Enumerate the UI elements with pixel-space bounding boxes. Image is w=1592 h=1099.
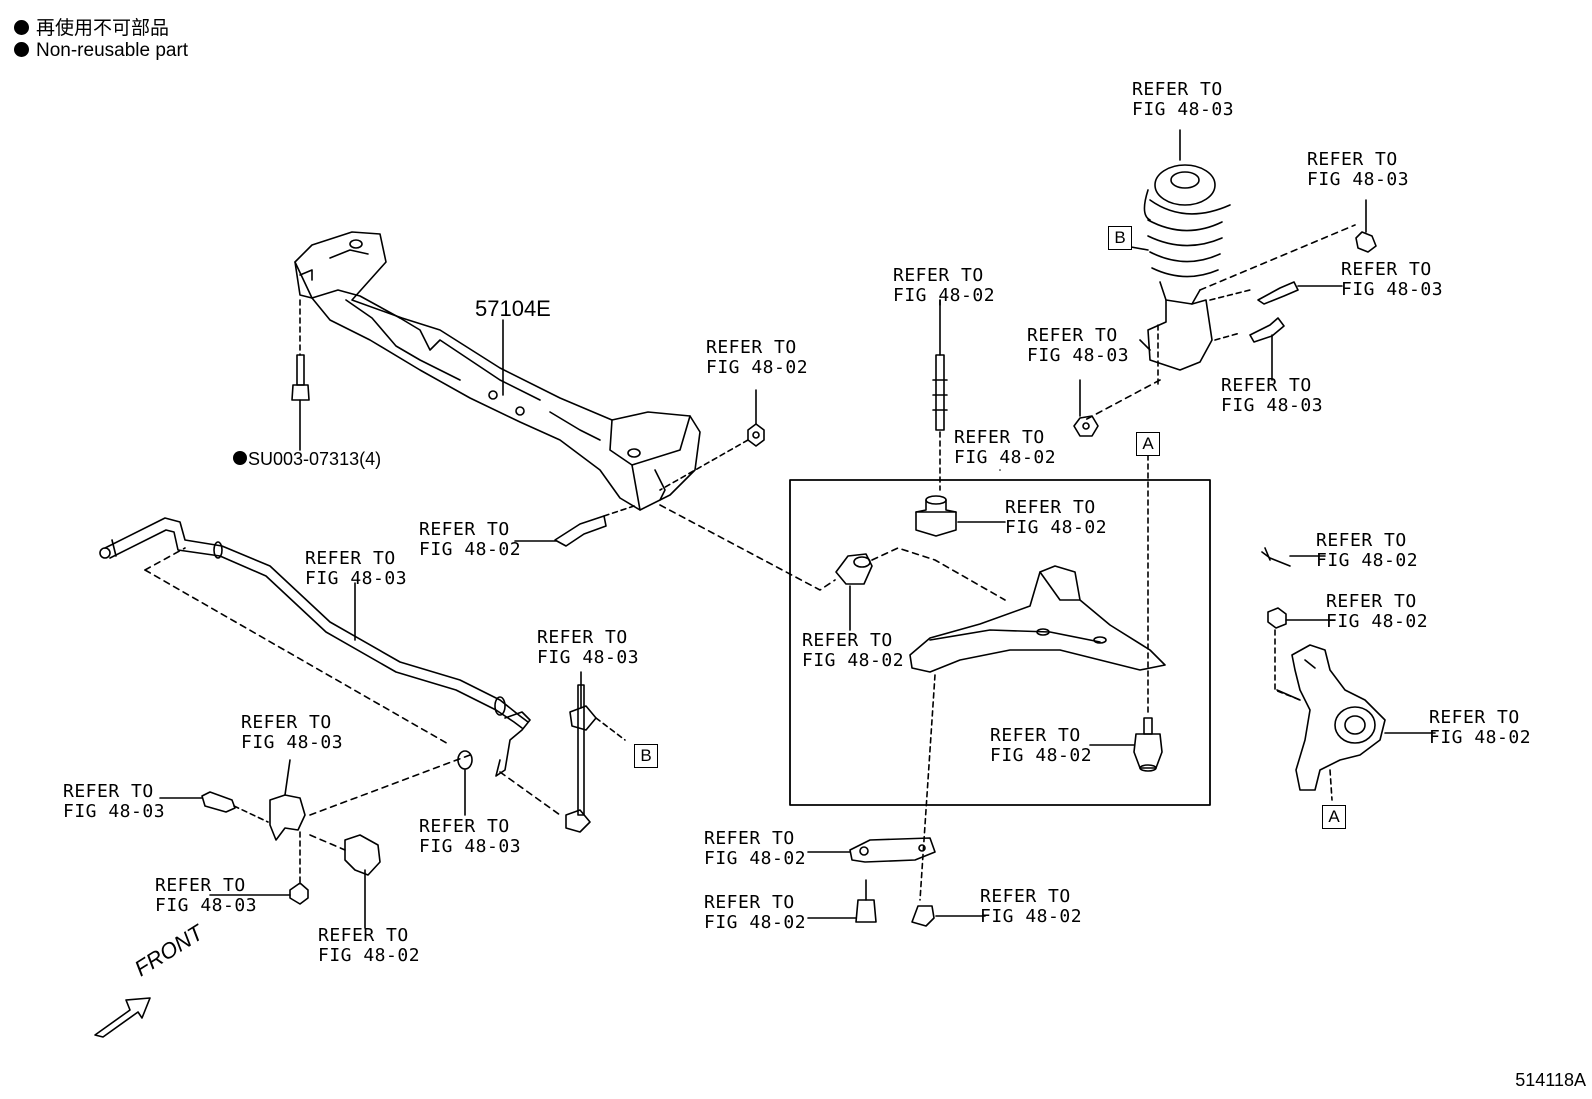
bolt-crossmember bbox=[514, 505, 635, 547]
legend-line-jp: 再使用不可部品 bbox=[14, 18, 169, 40]
dash-arm-bottom bbox=[919, 674, 936, 901]
crossmember bbox=[294, 231, 701, 511]
bolt-su003 bbox=[291, 299, 310, 451]
part-number-bolt: SU003-07313(4) bbox=[233, 449, 381, 470]
nut-crossmember bbox=[659, 389, 765, 491]
strut-bolt-upper bbox=[1257, 281, 1343, 305]
stabilizer-bar bbox=[99, 517, 529, 746]
bushing-left bbox=[835, 547, 1006, 631]
callout-b-link: B bbox=[634, 744, 658, 768]
non-reusable-dot-icon bbox=[14, 20, 29, 35]
callout-a-bottom: A bbox=[1322, 805, 1346, 829]
legend-line-en: Non-reusable part bbox=[14, 40, 188, 62]
stabilizer-bracket bbox=[209, 754, 471, 929]
front-arrow bbox=[94, 997, 151, 1038]
strut-bolt-lower bbox=[1249, 317, 1285, 381]
bushing-top bbox=[915, 299, 1006, 537]
non-reusable-dot-icon bbox=[14, 42, 29, 57]
castle-nut bbox=[1267, 607, 1336, 701]
strut-nut-top bbox=[1355, 199, 1377, 253]
callout-b-top: B bbox=[1108, 226, 1132, 250]
bracket-bolt bbox=[159, 791, 269, 823]
ball-joint bbox=[1089, 454, 1163, 772]
illustration-id: 514118A bbox=[1515, 1070, 1586, 1090]
lower-plate bbox=[807, 837, 986, 927]
strut-nut-lower bbox=[1073, 379, 1099, 437]
strut-assembly bbox=[1084, 129, 1356, 421]
non-reusable-dot-icon bbox=[233, 451, 247, 465]
callout-a-top: A bbox=[1136, 432, 1160, 456]
lower-arm bbox=[909, 565, 1166, 673]
lower-arm-box bbox=[789, 479, 1211, 806]
cotter-pin bbox=[1261, 547, 1326, 567]
part-number-crossmember: 57104E bbox=[475, 296, 551, 321]
bar-nut bbox=[457, 750, 473, 816]
dash-crossmember-arm bbox=[659, 504, 836, 591]
steering-knuckle bbox=[1276, 644, 1436, 801]
stabilizer-link bbox=[495, 671, 626, 833]
